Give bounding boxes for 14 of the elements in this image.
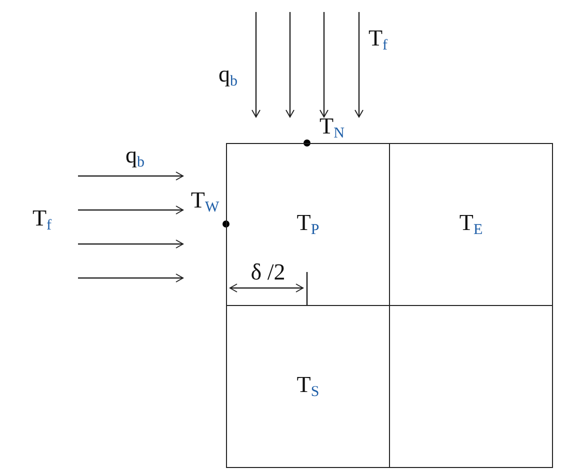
symbol-label: T$_{N}$ [320,114,344,142]
symbol-label: q$_{b}$ [218,62,238,90]
control-volume-cell [389,143,553,306]
temperature-label: T$_{E}$ [459,211,483,238]
temperature-label: T$_{S}$ [296,373,320,400]
symbol-label: T$_{f}$ [368,26,388,54]
symbol-label: q$_{b}$ [126,144,144,170]
symbol-label: T$_{f}$ [32,206,52,234]
grid-cell [389,305,553,468]
symbol-label: δ /2 [250,260,286,284]
symbol-label: T$_{W}$ [190,188,220,216]
temperature-label: T$_{P}$ [296,211,320,238]
control-volume-cell [226,143,390,306]
control-volume-cell [226,305,390,468]
